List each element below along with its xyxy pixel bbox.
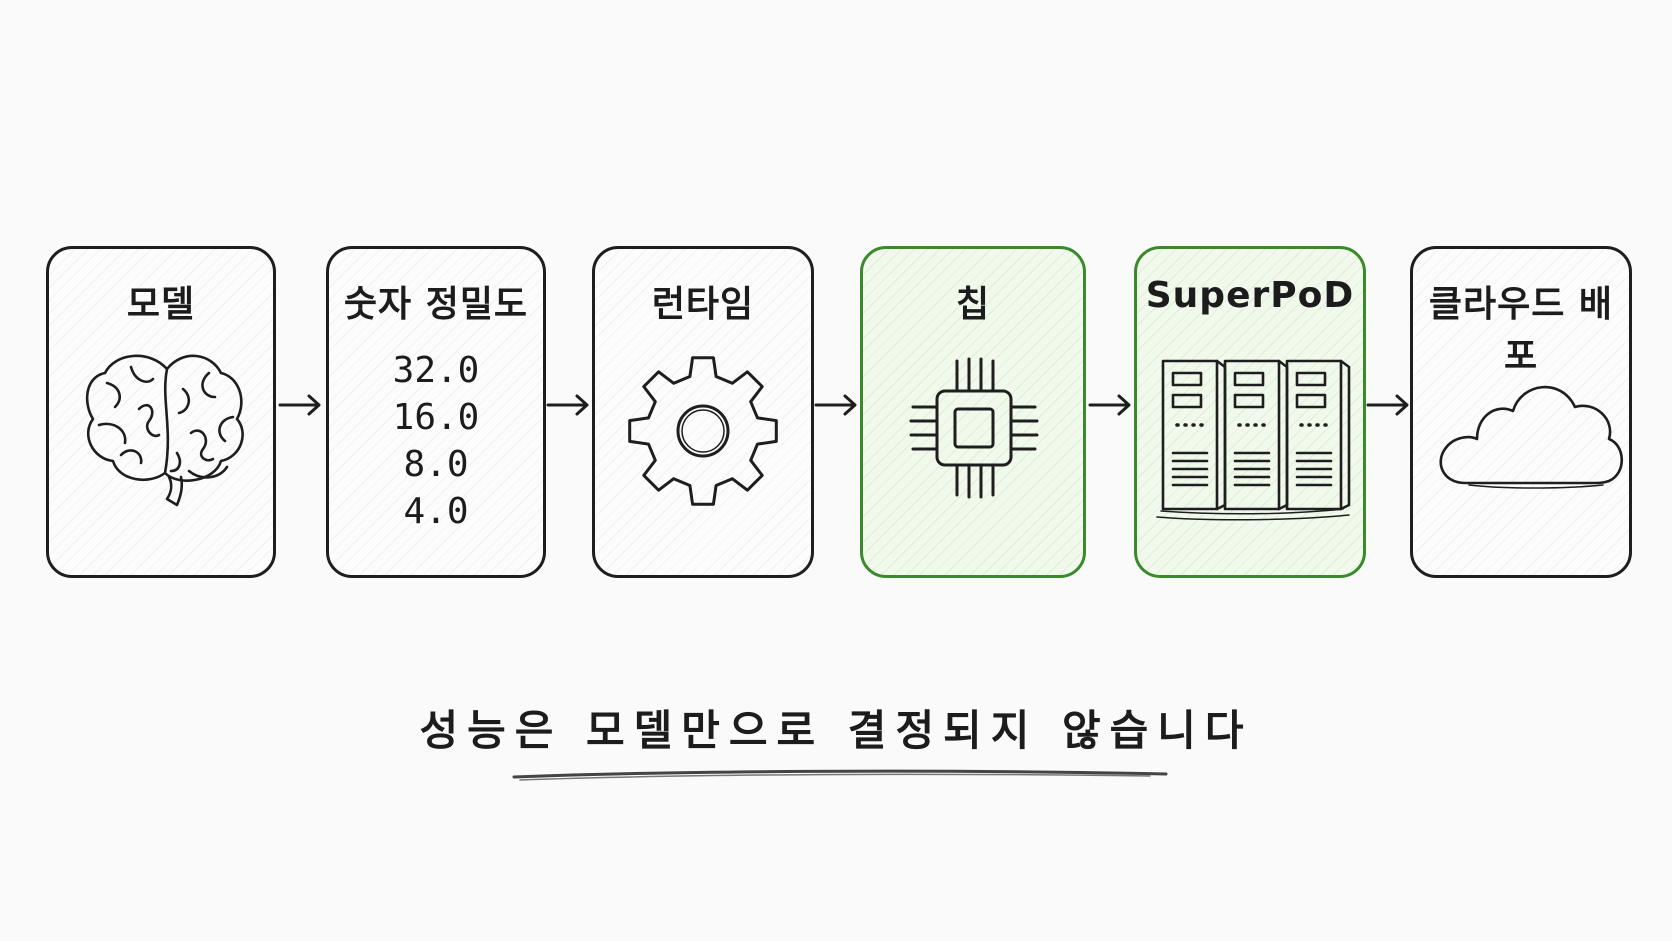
caption-underline [512,769,1168,781]
gear-icon [628,356,778,506]
arrow-right-icon [1088,394,1131,416]
stage-title-cloud: 클라우드 배포 [1428,284,1614,377]
stage-card-cloud: 클라우드 배포 [1410,246,1632,578]
stage-card-chip: 칩 [860,246,1086,578]
arrow-right-icon [278,394,321,416]
stage-title-chip: 칩 [955,284,991,325]
stage-card-model: 모델 [46,246,276,578]
precision-value: 16.0 [392,397,480,438]
brain-icon [85,354,244,507]
arrow-right-icon [1366,394,1409,416]
arrow-right-icon [546,394,589,416]
cloud-icon [1439,385,1623,489]
precision-value: 4.0 [403,491,469,532]
precision-values: 32.0 16.0 8.0 4.0 [329,347,543,535]
stage-title-runtime: 런타임 [651,284,755,325]
arrow-right-icon [814,394,857,416]
precision-value: 32.0 [392,350,480,391]
precision-value: 8.0 [403,444,469,485]
stage-card-precision: 숫자 정밀도 32.0 16.0 8.0 4.0 [326,246,546,578]
caption: 성능은 모델만으로 결정되지 않습니다 [419,706,1253,755]
server-rack-icon [1156,359,1351,521]
stage-card-runtime: 런타임 [592,246,814,578]
stage-card-superpod: SuperPoD [1134,246,1366,578]
stage-title-precision: 숫자 정밀도 [343,284,529,325]
chip-icon [909,357,1039,499]
stage-title-model: 모델 [126,284,196,325]
stage-title-superpod: SuperPoD [1145,275,1355,316]
